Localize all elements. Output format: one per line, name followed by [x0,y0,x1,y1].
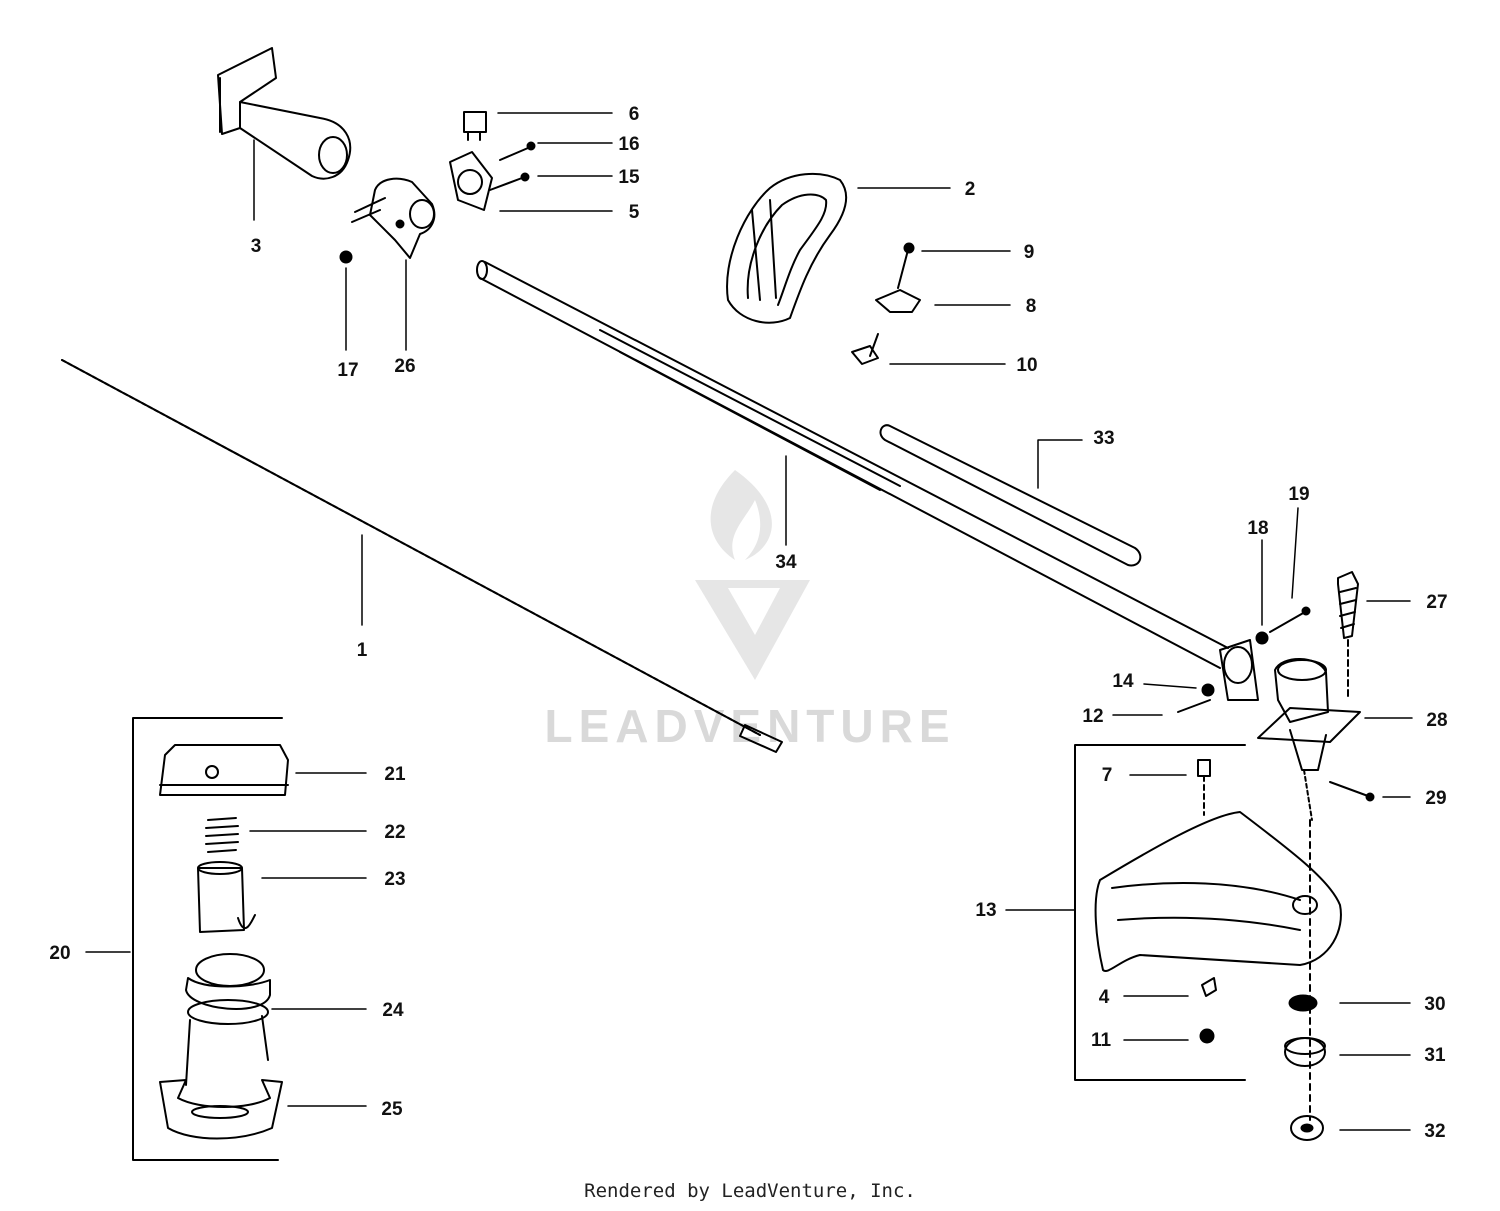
part-label: 19 [1288,484,1309,505]
part-label: 5 [629,202,640,223]
part-label: 32 [1424,1121,1445,1142]
part-label: 21 [384,764,406,785]
part-label: 10 [1016,355,1037,376]
part-label: 34 [775,552,797,573]
part-label: 22 [384,822,405,843]
part-label: 11 [1091,1030,1112,1051]
switch-housing-part [449,151,493,211]
strip-part [879,424,1142,567]
handle-grip-part [217,47,352,180]
part-label: 33 [1093,428,1114,449]
watermark-text: LEADVENTURE [544,700,955,752]
switch-part [463,111,487,141]
part-label: 3 [251,236,262,257]
part-label: 29 [1425,788,1446,809]
part-label: 2 [965,179,976,200]
trimmer-head-assembly [132,717,1246,1161]
part-label: 26 [394,356,415,377]
d-handle-part [726,172,848,324]
part-label: 7 [1102,765,1113,786]
handle-bracket-parts [851,242,921,365]
part-label: 25 [381,1099,403,1120]
small-screw-parts [1177,606,1375,802]
part-label: 6 [629,104,640,125]
part-label: 14 [1112,671,1134,692]
ball-part-17 [339,250,353,264]
part-label: 20 [49,943,70,964]
guard-part [1094,759,1342,1044]
screw-parts [489,141,536,191]
drive-cable-part [61,359,783,753]
gear-head-part [1219,639,1361,821]
part-label: 9 [1024,242,1035,263]
part-label: 24 [382,1000,404,1021]
part-label: 31 [1424,1045,1446,1066]
part-label: 12 [1082,706,1103,727]
throttle-body-part [351,177,436,259]
footer-credit: Rendered by LeadVenture, Inc. [584,1180,916,1202]
part-label: 28 [1426,710,1447,731]
leader-lines [85,112,1413,1131]
part-label: 16 [618,134,639,155]
part-label: 13 [975,900,996,921]
leadventure-watermark: LEADVENTURE [544,470,955,752]
shaft-tube-part [476,260,1229,669]
part-label: 23 [384,869,405,890]
part-label: 17 [337,360,358,381]
part-label: 18 [1247,518,1268,539]
part-label: 4 [1099,987,1110,1008]
part-label: 8 [1026,296,1037,317]
part-label: 30 [1424,994,1445,1015]
part-label: 15 [618,167,640,188]
part-label: 1 [357,640,368,661]
part-label: 27 [1426,592,1447,613]
bolt-part-27 [1337,571,1359,701]
washer-parts [1284,819,1326,1141]
part-labels: 3 6 16 15 5 17 26 2 9 8 10 33 34 1 18 19… [49,104,1447,1142]
